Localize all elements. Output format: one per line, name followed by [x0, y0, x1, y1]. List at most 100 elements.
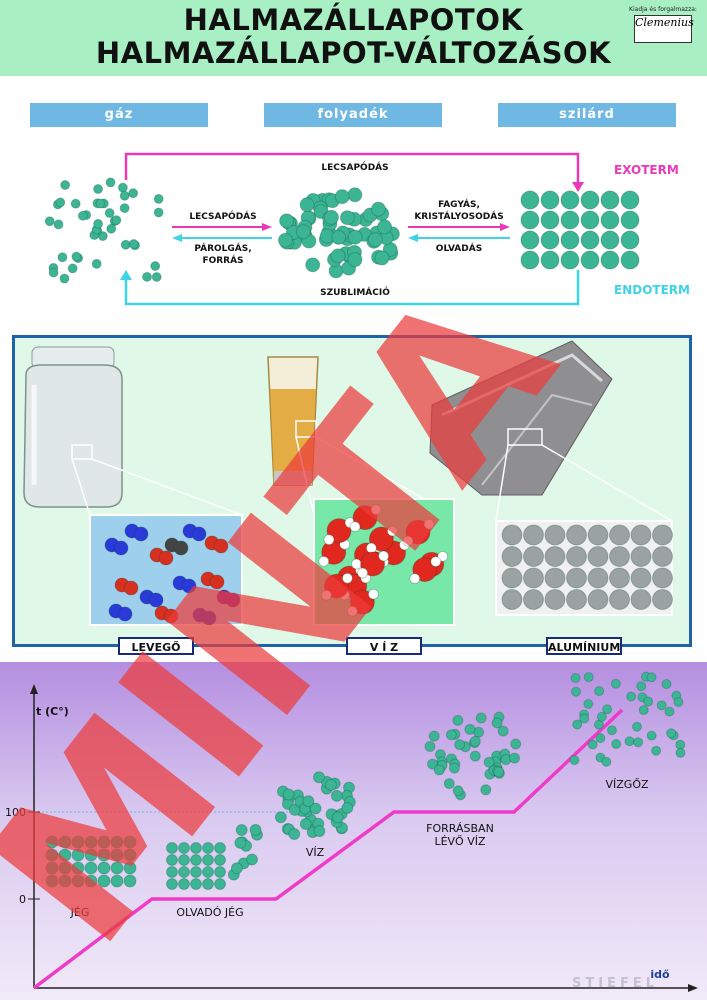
ice-particle — [97, 874, 111, 888]
ice-particle — [45, 861, 59, 875]
melting-ice-particle — [178, 854, 190, 866]
gas-particle — [142, 271, 153, 282]
water-hydrogen — [367, 588, 379, 600]
gas-particle — [53, 219, 64, 230]
air-molecule-atom — [163, 608, 179, 624]
liquid-particle — [347, 187, 363, 203]
melting-ice-particle — [166, 854, 178, 866]
air-molecule-atom — [133, 526, 149, 542]
melting-ice-particle — [214, 866, 226, 878]
deposition-arrowhead — [572, 182, 584, 192]
glass-jar-image — [23, 346, 123, 508]
melting-ice-particle — [178, 866, 190, 878]
ice-particle — [123, 848, 137, 862]
boiling-water-particle — [469, 735, 481, 747]
liquid-particle — [278, 232, 294, 248]
aluminium-atom — [630, 589, 652, 610]
water-hydrogen — [402, 535, 414, 547]
boiling-water-particle — [510, 738, 522, 750]
water-hydrogen — [323, 534, 335, 546]
gas-particle — [105, 177, 116, 188]
solid-particle — [600, 190, 620, 210]
gas-particle — [77, 210, 88, 221]
gas-particles — [44, 177, 164, 284]
liquid-particle — [323, 209, 339, 225]
gas-particle — [106, 223, 117, 234]
melting-ice-particle — [190, 842, 202, 854]
label-evaporation-1: PÁROLGÁS, — [194, 244, 252, 254]
sublimation-arc — [124, 270, 580, 306]
condensation-arrowhead — [262, 223, 272, 231]
gas-particle — [119, 203, 130, 214]
water-hydrogen — [320, 589, 332, 601]
melting-ice-particle — [190, 854, 202, 866]
water-particle — [302, 795, 315, 808]
steam-particle — [611, 739, 622, 750]
aluminium-atom — [501, 524, 523, 546]
liquid-particle — [305, 257, 321, 273]
water-particle — [331, 811, 344, 824]
gas-particle — [48, 267, 59, 278]
gas-particle — [119, 190, 130, 201]
solid-particle — [580, 230, 600, 250]
steam-particle — [602, 704, 613, 715]
steam-particle — [664, 706, 675, 717]
gas-particle — [128, 188, 139, 199]
solid-particle — [620, 210, 640, 230]
melting-ice-particle — [214, 878, 226, 890]
ice-particle — [84, 848, 98, 862]
air-molecule-atom — [148, 592, 164, 608]
ice-particle — [71, 848, 85, 862]
steam-particle — [624, 736, 635, 747]
water-hydrogen — [423, 518, 435, 530]
steam-particle — [606, 725, 617, 736]
gas-particle — [70, 198, 81, 209]
aluminium-atoms — [501, 524, 673, 610]
water-particle — [313, 825, 326, 838]
liquid-particle — [299, 197, 315, 213]
solid-particle — [540, 230, 560, 250]
subtitle: HALMAZÁLLAPOT-VÁLTOZÁSOK — [95, 36, 612, 70]
label-freezing-1: FAGYÁS, — [438, 200, 480, 210]
ice-particle — [58, 874, 72, 888]
steam-particle — [646, 730, 657, 741]
solid-particle — [540, 190, 560, 210]
boiling-water-particle — [443, 778, 455, 790]
footer-watermark: STIEFEL — [572, 976, 658, 991]
water-hydrogen — [437, 550, 449, 562]
ice-particle — [45, 848, 59, 862]
phase-label-solid: szilárd — [498, 103, 676, 127]
boiling-water-particle — [428, 730, 440, 742]
steam-particle — [587, 739, 598, 750]
water-particle — [282, 788, 295, 801]
liquid-particle — [339, 210, 355, 226]
ice-particle — [58, 861, 72, 875]
ice-particle — [110, 861, 124, 875]
boiling-water-particle — [464, 723, 476, 735]
air-molecule-atom — [117, 606, 133, 622]
steam-particle — [656, 700, 667, 711]
solid-particles — [520, 190, 640, 270]
boiling-water-particle — [448, 762, 460, 774]
gas-particle — [104, 208, 115, 219]
ice-particle — [84, 874, 98, 888]
tick-label-0: 0 — [19, 893, 26, 906]
steam-particle — [638, 705, 649, 716]
solid-particle — [560, 190, 580, 210]
melting-ice-particle — [166, 842, 178, 854]
steam-particle — [572, 719, 583, 730]
water-particle — [324, 778, 337, 791]
substance-label-air: LEVEGŐ — [118, 637, 194, 655]
air-molecule-atom — [213, 538, 229, 554]
heating-curve-line — [32, 708, 624, 990]
water-particle — [309, 802, 322, 815]
melting-ice-particle — [230, 862, 243, 875]
steam-particle — [626, 691, 637, 702]
stage-label-water: VÍZ — [305, 846, 325, 859]
solid-particle — [620, 190, 640, 210]
aluminium-atom — [630, 524, 652, 546]
melting-ice-particle — [190, 866, 202, 878]
water-particle — [299, 818, 312, 831]
steam-particle — [666, 728, 677, 739]
evaporation-arrowhead — [172, 234, 182, 242]
